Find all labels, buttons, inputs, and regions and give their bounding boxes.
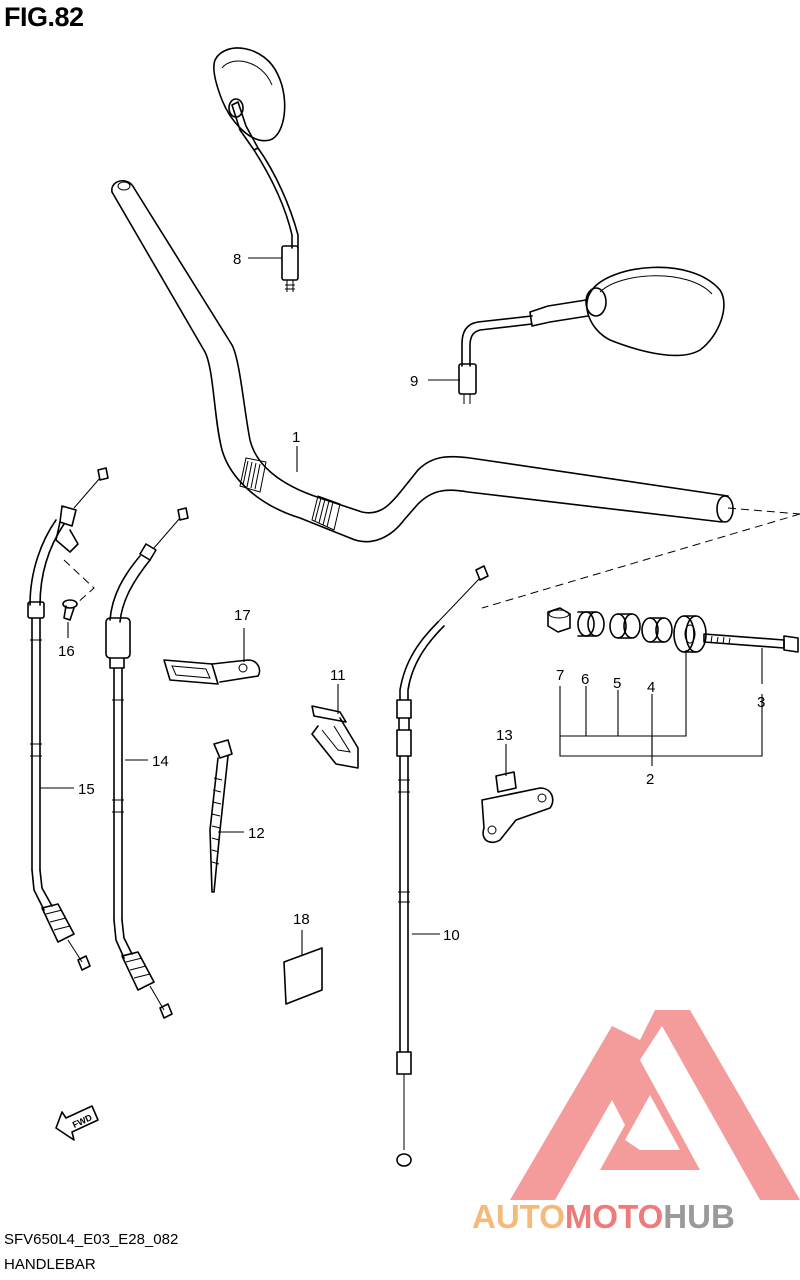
handlebar [111, 180, 734, 543]
watermark-logo: AUTOMOTOHUB [472, 1010, 800, 1235]
throttle-cable-14 [105, 507, 189, 1019]
callout-5: 5 [613, 675, 621, 692]
callout-16: 16 [58, 643, 75, 660]
nut-part-7 [547, 607, 571, 633]
callout-13: 13 [496, 727, 513, 744]
bar-end-cap [673, 615, 707, 653]
fwd-arrow-icon: FWD [55, 1105, 99, 1141]
model-code: SFV650L4_E03_E28_082 [4, 1231, 179, 1248]
callout-18: 18 [293, 911, 310, 928]
callout-labels: 1 2 3 4 5 6 7 8 9 10 11 12 13 14 15 16 1… [58, 251, 765, 944]
callout-3: 3 [757, 694, 765, 711]
mirror-left [213, 47, 299, 292]
watermark-word-auto: AUTO [472, 1198, 565, 1235]
bolt-part-3 [703, 633, 799, 653]
weight-part-5 [609, 613, 641, 639]
mirror-right [458, 266, 725, 404]
holder-13 [481, 771, 554, 844]
weight-part-4 [641, 617, 673, 643]
figure-title: FIG.82 [4, 2, 84, 32]
section-name: HANDLEBAR [4, 1256, 96, 1273]
throttle-cable-15 [27, 467, 109, 971]
callout-17: 17 [234, 607, 251, 624]
callout-9: 9 [410, 373, 418, 390]
callout-11: 11 [330, 667, 346, 684]
watermark-word-moto: MOTO [565, 1198, 663, 1235]
bar-end-assembly [547, 607, 799, 653]
label-18 [283, 947, 323, 1005]
callout-6: 6 [581, 671, 589, 688]
bracket-17 [163, 659, 261, 685]
watermark-word-hub: HUB [663, 1198, 735, 1235]
screw-16 [62, 559, 95, 621]
leader-lines [40, 257, 763, 956]
callout-15: 15 [78, 781, 95, 798]
watermark-triangle-inner [625, 1095, 680, 1150]
callout-4: 4 [647, 679, 655, 696]
callout-2: 2 [646, 771, 654, 788]
cable-tie-12 [209, 739, 233, 893]
spacer-part-6 [577, 611, 605, 637]
clutch-cable [396, 565, 489, 1167]
callout-10: 10 [443, 927, 460, 944]
cable-clamp-11 [311, 705, 359, 769]
callout-8: 8 [233, 251, 241, 268]
callout-1: 1 [292, 429, 300, 446]
callout-7: 7 [556, 667, 564, 684]
callout-12: 12 [248, 825, 265, 842]
svg-text:AUTOMOTOHUB: AUTOMOTOHUB [472, 1198, 735, 1235]
callout-14: 14 [152, 753, 169, 770]
